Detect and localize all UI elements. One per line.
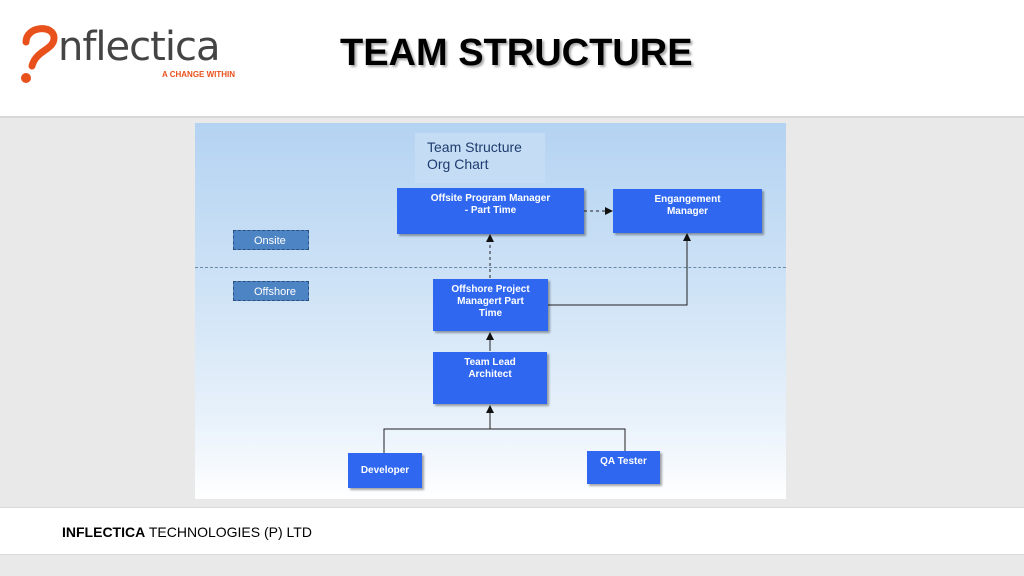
org-chart-title-line1: Team Structure bbox=[427, 139, 522, 155]
team-lead-architect-node: Team Lead Architect bbox=[433, 352, 547, 404]
connector-offshore-to-engagement bbox=[548, 233, 691, 306]
developer-node: Developer bbox=[348, 453, 422, 488]
qa-tester-label: QA Tester bbox=[600, 456, 647, 467]
engagement-manager-node: Engangement Manager bbox=[613, 189, 762, 233]
slide-header: nflectica A CHANGE WITHIN TEAM STRUCTURE bbox=[0, 0, 1024, 118]
slide-title: TEAM STRUCTURE bbox=[340, 32, 693, 74]
org-chart-panel: Team Structure Org Chart Onsite Offshore… bbox=[195, 123, 786, 499]
slide-footer: INFLECTICA TECHNOLOGIES (P) LTD bbox=[0, 507, 1024, 555]
developer-label: Developer bbox=[360, 464, 410, 476]
qa-tester-node: QA Tester bbox=[587, 451, 660, 484]
org-chart-title: Team Structure Org Chart bbox=[415, 133, 545, 183]
org-chart-connectors bbox=[383, 207, 691, 455]
org-chart-title-line2: Org Chart bbox=[427, 156, 489, 172]
onsite-zone-label: Onsite bbox=[233, 230, 309, 250]
logo-tagline: A CHANGE WITHIN bbox=[162, 70, 236, 79]
offshore-project-manager-label: Offshore Project Managert Part Time bbox=[451, 284, 530, 319]
onsite-offshore-divider bbox=[195, 267, 786, 268]
offsite-program-manager-node: Offsite Program Manager - Part Time bbox=[397, 188, 584, 234]
offshore-zone-label: Offshore bbox=[233, 281, 309, 301]
offsite-program-manager-label: Offsite Program Manager - Part Time bbox=[430, 193, 551, 216]
engagement-manager-label: Engangement Manager bbox=[654, 194, 721, 217]
offshore-project-manager-node: Offshore Project Managert Part Time bbox=[433, 279, 548, 331]
logo-mark-icon bbox=[21, 25, 58, 83]
inflectica-logo: nflectica A CHANGE WITHIN bbox=[12, 20, 252, 90]
footer-company-rest: TECHNOLOGIES (P) LTD bbox=[145, 524, 312, 540]
team-lead-architect-label: Team Lead Architect bbox=[464, 357, 516, 380]
connector-team-bracket bbox=[383, 428, 626, 455]
logo-wordmark: nflectica bbox=[58, 24, 220, 70]
footer-company-bold: INFLECTICA bbox=[62, 524, 146, 540]
footer-company-name: INFLECTICA TECHNOLOGIES (P) LTD bbox=[62, 524, 312, 540]
